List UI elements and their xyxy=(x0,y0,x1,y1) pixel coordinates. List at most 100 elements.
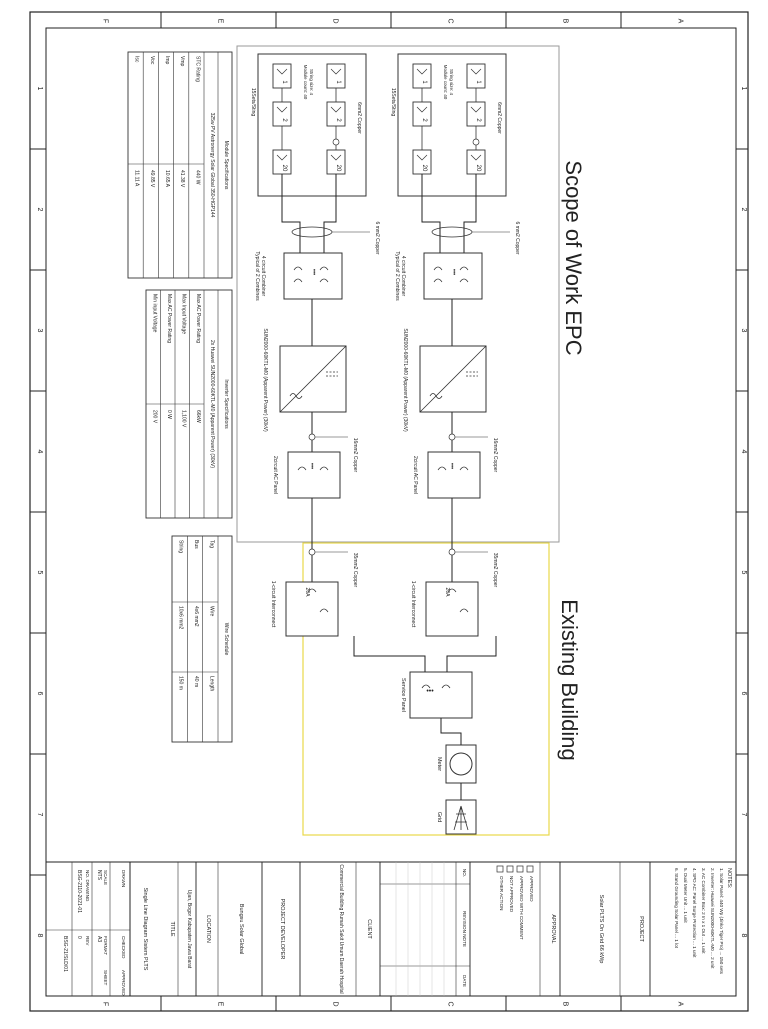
border-row-label: 3 xyxy=(740,329,747,333)
pv-note-string-size: String size: 4 xyxy=(309,69,314,96)
interconnect-label: 1-circuit Interconnect xyxy=(270,581,276,628)
rev-label: REV xyxy=(85,936,90,946)
developer-label: PROJECT DEVELOPER xyxy=(279,899,285,960)
dc-wire xyxy=(463,196,477,253)
pv-module-icon xyxy=(276,68,288,75)
pv-module xyxy=(412,101,432,127)
module-spec-value: 49.85 V xyxy=(149,170,155,188)
main-cable-label: 35mm2 Copper xyxy=(492,553,498,588)
service-panel-label: Service Panel xyxy=(400,678,406,712)
pv-module-number: 20 xyxy=(281,165,287,172)
border-row-label: 7 xyxy=(740,813,747,817)
border-row-label: 3 xyxy=(36,329,43,333)
format-value: A3 xyxy=(96,936,102,942)
inverter-spec-value: 1,100 V xyxy=(180,410,186,428)
ac-cable-label: 16mm2 Copper xyxy=(352,438,358,473)
border-row-label: 1 xyxy=(740,87,747,91)
inverter-spec-value: 0 W xyxy=(166,410,172,419)
wire-schedule-header: Wire xyxy=(208,606,214,616)
pv-module-icon xyxy=(416,68,428,75)
wire-schedule-cell: 10x6 mm2 xyxy=(178,606,184,630)
ac-cable-marker xyxy=(308,433,316,441)
note-line: 3. AC Combiner Box: 2 In x 1 Out ... 1 u… xyxy=(701,868,706,954)
inverter-spec-param: Max Input Voltage xyxy=(180,294,186,334)
pv-module-number: 2 xyxy=(335,118,341,122)
pv-module-icon xyxy=(276,106,288,113)
location-label: LOCATION xyxy=(205,915,211,943)
border-col-label: C xyxy=(447,18,454,23)
revision-header-no: NO. xyxy=(462,869,467,877)
wire-schedule-cell: 4x6 mm2 xyxy=(193,606,199,627)
developer-name: Bungsu Solar Global xyxy=(238,904,244,954)
title-block: NOTES:1. Solar Panel: 440 Wp (Jinko Tige… xyxy=(46,861,736,996)
dc-cable-label: 6mm2 Copper xyxy=(356,102,362,134)
approval-checkbox xyxy=(496,865,504,873)
pv-module-number: 1 xyxy=(335,80,341,84)
border-row-label: 4 xyxy=(740,450,747,454)
checked-label: CHECKED xyxy=(121,936,126,959)
pv-module xyxy=(412,63,432,89)
inverter-spec-param: Max AC Power Rating xyxy=(166,294,172,343)
approval-checkbox xyxy=(526,865,534,873)
breaker-rating: 20A xyxy=(304,588,310,598)
combiner-sublabel: Typical of 2 Combines xyxy=(394,251,400,301)
rev-value: 0 xyxy=(76,936,82,939)
pv-module xyxy=(466,101,486,127)
grid-label: Grid xyxy=(436,812,442,822)
ac-panel-box xyxy=(287,451,341,499)
ac-panel-label: 2circuit AC Panel xyxy=(272,456,278,494)
format-label: FORMAT xyxy=(103,936,108,955)
dc-wire xyxy=(421,196,441,253)
combiner-box xyxy=(423,252,483,300)
pv-module-number: 20 xyxy=(335,165,341,172)
breaker-symbol xyxy=(447,588,469,613)
combiner-box xyxy=(283,252,343,300)
grid-connection: Grid xyxy=(436,799,477,835)
module-spec-param: STC Rating xyxy=(194,56,200,82)
border-row-label: 8 xyxy=(36,934,43,938)
inverter-diagonal xyxy=(419,345,487,413)
border-row-label: 4 xyxy=(36,450,43,454)
dc-cable-label: 6mm2 Copper xyxy=(496,102,502,134)
pv-module-icon xyxy=(330,154,342,161)
border-row-label: 7 xyxy=(36,813,43,817)
inverter-spec-value: 200 V xyxy=(151,410,157,424)
inverter-spec-model: 2x Huawei SUN2000-60KTL-M0 (Apparent Pow… xyxy=(209,340,215,468)
approval-checkbox xyxy=(516,865,524,873)
title-name: Single Line Diagram Sistem PLTS xyxy=(142,888,148,971)
combiner-label: 4 circuit Combiner xyxy=(400,256,406,297)
pv-module-number: 2 xyxy=(281,118,287,122)
inverter-spec-param: Min input Voltage xyxy=(151,294,157,333)
pv-array-label: 15Sets/Sting xyxy=(250,88,256,117)
pv-module-number: 2 xyxy=(475,118,481,122)
inverter-spec-param: Max AC Power Rating xyxy=(195,294,201,343)
module-spec-frame xyxy=(127,51,233,279)
meter-label: Meter xyxy=(436,757,442,771)
note-line: 1. Solar Panel: 440 Wp (Jinko Tiger Pro)… xyxy=(719,868,724,975)
main-cable-label: 35mm2 Copper xyxy=(352,553,358,588)
combiner-dots: ••• xyxy=(310,269,316,275)
module-spec-title: Module Specifications xyxy=(223,141,229,190)
pv-note-module-count: Module count: 40 xyxy=(303,65,308,100)
pv-module-icon xyxy=(470,68,482,75)
border-row-label: 2 xyxy=(740,208,747,212)
note-line: 4. SPD AC: Panel Surge Protection ... 1 … xyxy=(692,868,697,958)
epc-zone xyxy=(236,45,560,543)
breaker-symbol xyxy=(307,588,329,613)
breaker-rating: 20A xyxy=(444,588,450,598)
ac-panel-dots: ••• xyxy=(448,463,454,469)
module-spec-value: 41.38 V xyxy=(179,170,185,188)
border-row-label: 6 xyxy=(740,692,747,696)
wire-schedule-frame xyxy=(171,535,233,743)
border-col-label: B xyxy=(562,1002,569,1007)
note-line: 5. Dual Meter Unit ... 1 unit xyxy=(683,868,688,923)
module-spec-param: Vmp xyxy=(179,56,185,67)
module-spec-model: 325w PV Astronergy Solar Global 350-HGP1… xyxy=(209,113,215,218)
main-cable-marker xyxy=(448,548,456,556)
border-col-label: F xyxy=(102,19,109,23)
module-spec-value: 10.65 A xyxy=(164,170,170,188)
existing-zone-label: Existing Building xyxy=(557,599,582,760)
